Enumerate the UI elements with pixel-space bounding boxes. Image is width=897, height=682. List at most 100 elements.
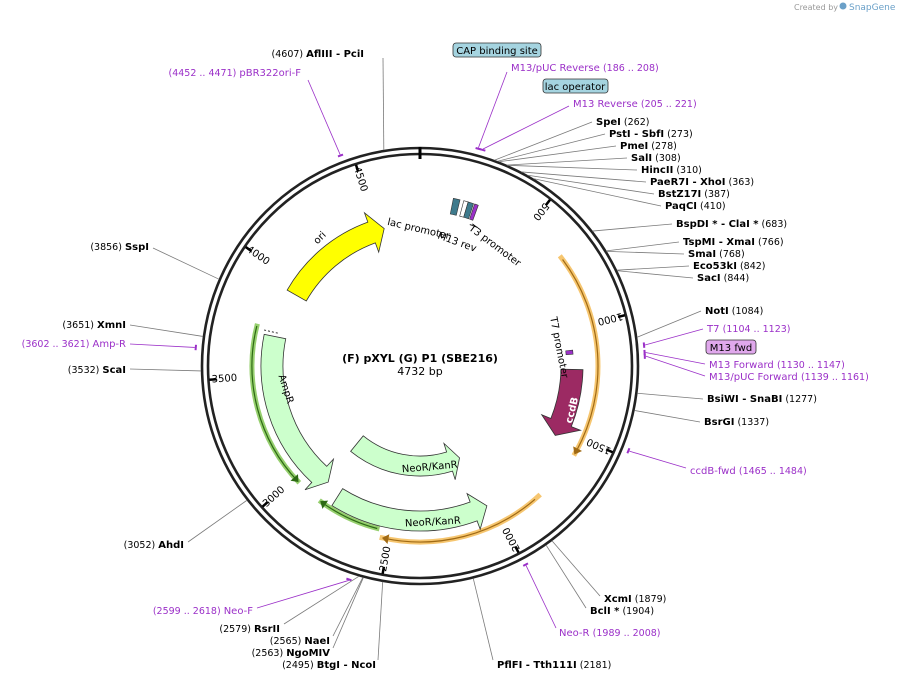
snapgene-logo-icon [839,2,847,10]
primer-leader-line [307,79,341,155]
restriction-site-group: (4607) AflIII - PciI SpeI (262)PstI - Sbf… [62,49,817,671]
amp-arrowhead-2 [290,474,299,483]
credit-prefix: Created by [794,3,838,12]
ampr-promoter-mark [263,329,278,334]
primer-leader-line [478,71,508,148]
primer-label: M13 Reverse (205 .. 221) [573,99,697,110]
primer-mark [479,148,486,152]
ccdb-arrow [540,368,584,436]
site-leader-line [527,174,655,195]
restriction-site-label: SacI (844) [697,273,749,284]
leader-line-group [129,57,704,661]
m13-fwd-box: M13 fwd [705,339,757,355]
tick-mark [544,199,552,207]
site-leader-line [129,324,204,337]
site-leader-line [494,121,593,161]
neokan-label-2: NeoR/KanR [405,516,461,530]
site-leader-line [507,164,638,171]
tick-mark [617,314,626,319]
m13-fwd-label: M13 fwd [710,343,752,354]
tick-label: 1500 [585,435,613,455]
restriction-site-label: (3651) XmnI [62,320,126,331]
t7-region-line [562,259,599,452]
restriction-site-label: BsrGI (1337) [704,417,769,428]
restriction-site-label: PstI - SbfI (273) [609,129,693,140]
restriction-site-label: PaqCI (410) [665,201,726,212]
restriction-site-label: BspDI * - ClaI * (683) [676,219,787,230]
restriction-site-label: (4607) AflIII - PciI [272,49,364,60]
tick-mark [354,164,360,172]
site-leader-line [634,410,701,423]
m13-rev-block [469,203,479,221]
plasmid-name: (F) pXYL (G) P1 (SBE216) [342,352,498,365]
restriction-site-label: SmaI (768) [688,249,745,260]
primer-mark [522,562,529,567]
neokan-arrow-2 [331,488,488,532]
restriction-site-label: HincII (310) [641,165,702,176]
tick-mark [381,566,386,574]
plasmid-size: 4732 bp [397,365,442,378]
primer-label: M13 Forward (1130 .. 1147) [709,360,845,371]
primer-leader-line [644,328,704,346]
primer-label: (4452 .. 4471) pBR322ori-F [169,68,302,79]
restriction-site-label: (3052) AhdI [124,540,184,551]
tick-label: 3500 [211,373,237,386]
restriction-site-label: BsiWI - SnaBI (1277) [707,394,817,405]
primer-label: (2599 .. 2618) Neo-F [153,606,253,617]
t3-promoter-arrow [469,224,479,229]
restriction-site-label: SpeI (262) [596,117,649,128]
t7-block [565,349,574,356]
neo-region-line [384,498,536,543]
restriction-site-label: BstZ17I (387) [658,189,730,200]
site-leader-line [129,368,202,372]
primer-leader-line [645,355,706,377]
tick-mark [605,448,614,454]
site-leader-line [533,178,662,207]
lac-operator-label: lac operator [545,82,606,93]
tick-label: 500 [530,200,550,222]
primer-mark [346,577,352,582]
site-leader-line [617,270,694,279]
restriction-site-label: (3532) ScaI [68,365,126,376]
primer-leader-line [645,352,706,365]
site-leader-line [382,57,385,151]
lac-operator-block [463,201,474,220]
site-leader-line [283,575,360,625]
primer-mark [626,447,631,454]
primer-label: ccdB-fwd (1465 .. 1484) [690,466,807,477]
site-leader-line [637,392,704,400]
site-leader-line [332,577,364,649]
primer-leader-line [525,565,557,629]
restriction-site-label: (2563) NgoMIV [252,648,331,659]
t7-promoter-label: T7 promoter [547,315,570,380]
primer-label: T7 (1104 .. 1123) [706,324,791,335]
site-leader-line [606,250,685,255]
neokan-arrow-1 [350,435,460,480]
tick-label: 1000 [596,310,623,327]
cap-site-block [449,197,461,216]
t7-arrowhead [573,446,583,455]
site-leader-line [332,577,364,637]
site-leader-line [606,241,680,252]
feature-group [249,197,601,545]
restriction-site-label: (2565) NaeI [270,636,330,647]
ori-label: ori [312,230,329,247]
tick-mark [261,500,269,508]
ori-arrow [286,211,385,302]
primer-label: (3602 .. 3621) Amp-R [22,339,126,350]
primer-label: Neo-R (1989 .. 2008) [559,628,661,639]
restriction-site-label: PaeR7I - XhoI (363) [650,177,754,188]
tick-mark [514,545,520,554]
restriction-site-label: (2579) RsrII [219,624,280,635]
amp-arrowhead-1 [320,500,329,509]
site-leader-line [377,581,384,661]
tick-label: 2500 [378,545,393,572]
cap-binding-site-label: CAP binding site [456,46,538,57]
primer-mark [475,147,482,151]
site-leader-line [152,247,220,280]
site-leader-line [636,310,702,338]
site-leader-line [472,578,494,661]
tick-label: 3000 [261,484,287,509]
tick-label: 4500 [351,166,369,194]
